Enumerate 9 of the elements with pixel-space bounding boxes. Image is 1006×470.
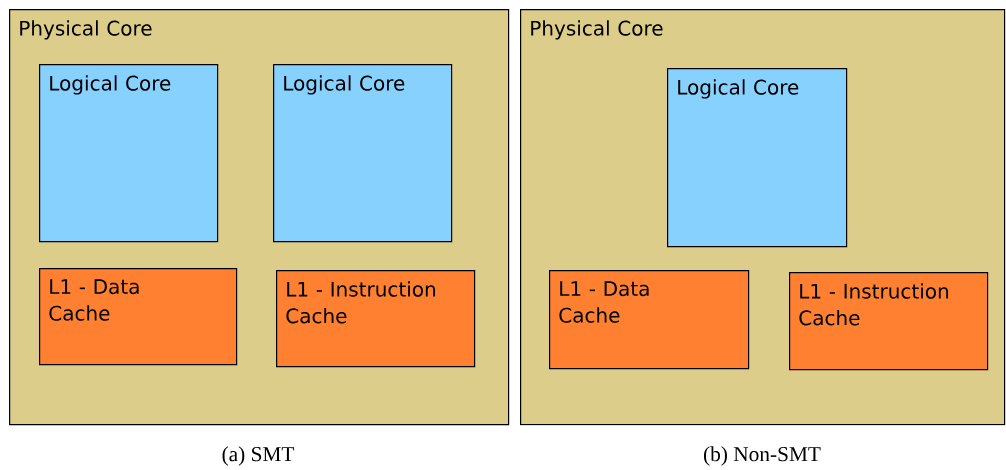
cache-box: L1 - Instruction Cache (789, 272, 989, 371)
node-label: (a) SMT (222, 446, 295, 466)
logical-core-box: Logical Core (273, 64, 453, 243)
node-label: (b) Non-SMT (704, 446, 821, 466)
cache-box: L1 - Instruction Cache (276, 270, 476, 368)
cache-box: L1 - Data Cache (39, 268, 238, 366)
logical-core-box: Logical Core (667, 68, 848, 248)
cache-box: L1 - Data Cache (549, 270, 750, 370)
logical-core-box: Logical Core (39, 64, 219, 243)
